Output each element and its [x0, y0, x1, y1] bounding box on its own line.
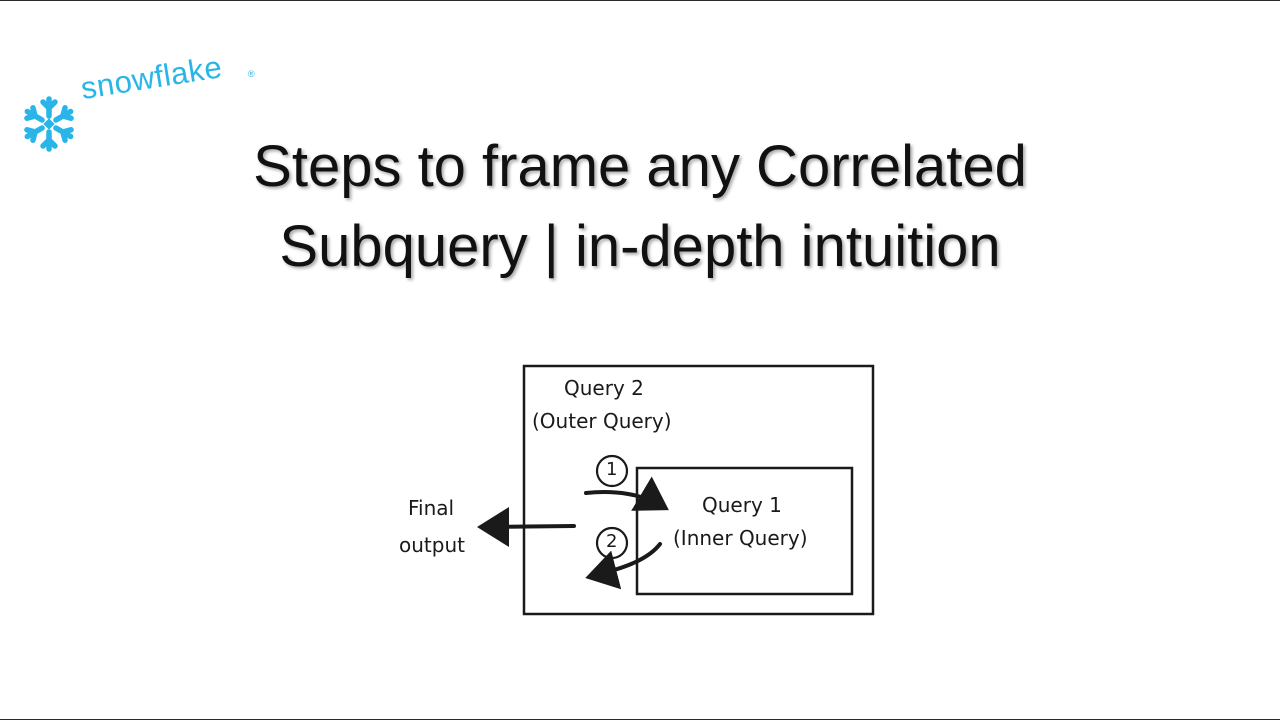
snowflake-icon: [24, 96, 74, 152]
arrow-step-2: [585, 542, 662, 590]
title-line-2: Subquery | in-depth intuition: [279, 214, 1001, 279]
final-output-label-2: output: [399, 533, 465, 557]
diagram-drawing: [477, 364, 875, 616]
outer-query-box: [522, 364, 875, 616]
outer-query-label-1: Query 2: [564, 376, 644, 400]
inner-query-box: [635, 466, 854, 596]
registered-mark: ®: [248, 69, 255, 79]
arrow-final-output: [477, 506, 576, 547]
inner-query-label-1: Query 1: [702, 493, 782, 517]
step-2-label: 2: [606, 531, 618, 552]
outer-query-label-2: (Outer Query): [532, 409, 672, 433]
arrow-step-1: [584, 476, 669, 511]
step-1-label: 1: [606, 459, 618, 480]
snowflake-logo: snowflake ®: [18, 49, 268, 155]
step-1-circle: [595, 454, 629, 488]
final-output-label-1: Final: [408, 496, 455, 520]
page-title: Steps to frame any Correlated Subquery |…: [140, 127, 1140, 287]
logo-wordmark: snowflake: [78, 49, 225, 107]
inner-query-label-2: (Inner Query): [673, 526, 808, 550]
title-line-1: Steps to frame any Correlated: [253, 134, 1027, 199]
correlated-subquery-diagram: Query 2 (Outer Query) Query 1 (Inner Que…: [390, 356, 890, 626]
